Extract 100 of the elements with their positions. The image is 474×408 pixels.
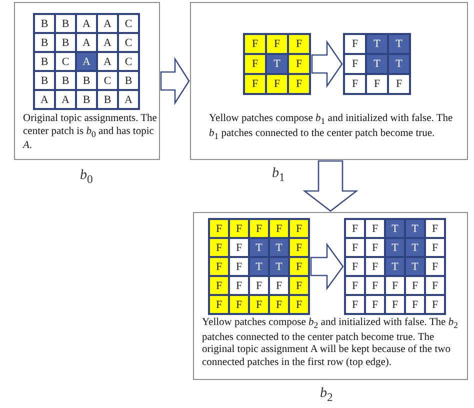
grid-cell: T: [270, 239, 288, 256]
grid-cell: F: [210, 239, 228, 256]
grid-cell: B: [56, 15, 75, 32]
grid-cell: B: [35, 53, 54, 70]
caption-text: Yellow patches compose b$_{2}$ and initialized with false. The b$_{2}$ patches connected to the center patch become true. The original topic assignment A will be kept because of the two connected patches in the first row (top edge).: [202, 317, 459, 370]
grid-cell: C: [56, 53, 75, 70]
grid-cell: B: [35, 15, 54, 32]
grid-cell: F: [426, 258, 444, 275]
grid-cell: F: [250, 296, 268, 313]
grid-cell: F: [230, 220, 248, 237]
grid-cell: F: [230, 277, 248, 294]
grid-cell: A: [77, 53, 96, 70]
grid-cell: B: [98, 91, 117, 108]
grid-cell: F: [426, 296, 444, 313]
grid-cell: F: [345, 75, 365, 93]
panel-box: [193, 212, 468, 380]
caption-text: Yellow patches compose b$_{1}$ and initialized with false. The b$_{1}$ patches connected to the center patch become true.: [209, 113, 454, 142]
grid-cell: F: [406, 277, 424, 294]
grid-cell: F: [230, 239, 248, 256]
grid-cell: F: [290, 258, 308, 275]
grid-cell: T: [406, 220, 424, 237]
panel-label: b$_{2}$: [320, 386, 333, 404]
grid-cell: B: [77, 72, 96, 89]
grid-cell: F: [426, 239, 444, 256]
panel-label: b$_{0}$: [80, 168, 93, 186]
grid-cell: F: [426, 220, 444, 237]
grid-cell: A: [119, 91, 138, 108]
grid-cell: T: [270, 258, 288, 275]
grid-cell: F: [346, 258, 364, 275]
grid-cell: F: [366, 220, 384, 237]
grid-cell: F: [230, 258, 248, 275]
grid-cell: T: [389, 55, 409, 73]
grid-cell: F: [289, 35, 309, 53]
panel-label: b$_{1}$: [272, 166, 285, 184]
grid-cell: B: [77, 91, 96, 108]
grid-cell: F: [289, 55, 309, 73]
grid-table: [344, 218, 446, 315]
grid-cell: F: [210, 296, 228, 313]
grid-cell: A: [77, 15, 96, 32]
grid-cell: F: [346, 277, 364, 294]
grid-cell: A: [98, 15, 117, 32]
grid-cell: T: [406, 239, 424, 256]
grid-cell: F: [290, 220, 308, 237]
grid-cell: F: [250, 277, 268, 294]
grid-cell: T: [367, 55, 387, 73]
grid-cell: B: [56, 34, 75, 51]
grid-table: [343, 33, 411, 95]
grid-table: [243, 33, 311, 95]
grid-cell: F: [346, 239, 364, 256]
block-arrow: [160, 56, 190, 106]
grid-cell: F: [389, 75, 409, 93]
grid-cell: F: [426, 277, 444, 294]
grid-cell: B: [119, 72, 138, 89]
grid-cell: F: [270, 220, 288, 237]
grid-cell: T: [250, 239, 268, 256]
grid-cell: F: [290, 239, 308, 256]
grid-cell: F: [346, 220, 364, 237]
grid-table: [33, 13, 140, 110]
grid-cell: F: [366, 258, 384, 275]
grid-cell: T: [386, 258, 404, 275]
grid-table: [208, 218, 310, 315]
grid-cell: F: [346, 296, 364, 313]
grid-cell: B: [35, 72, 54, 89]
grid-cell: F: [366, 277, 384, 294]
grid-cell: B: [35, 34, 54, 51]
block-arrow: [311, 40, 343, 88]
grid-cell: A: [98, 53, 117, 70]
panel-box: [190, 2, 468, 160]
grid-cell: F: [245, 35, 265, 53]
grid-cell: F: [290, 296, 308, 313]
panel-box: [14, 2, 160, 160]
grid-cell: A: [35, 91, 54, 108]
grid-cell: T: [406, 258, 424, 275]
grid-cell: F: [270, 277, 288, 294]
grid-cell: T: [389, 35, 409, 53]
grid-cell: F: [289, 75, 309, 93]
grid-cell: F: [230, 296, 248, 313]
grid-cell: F: [267, 75, 287, 93]
grid-cell: F: [290, 277, 308, 294]
grid-cell: C: [119, 15, 138, 32]
grid-cell: T: [250, 258, 268, 275]
grid-cell: F: [250, 220, 268, 237]
grid-cell: T: [386, 220, 404, 237]
grid-cell: F: [406, 296, 424, 313]
grid-cell: A: [77, 34, 96, 51]
grid-cell: T: [267, 55, 287, 73]
grid-cell: F: [345, 55, 365, 73]
grid-cell: F: [366, 239, 384, 256]
grid-cell: B: [56, 72, 75, 89]
grid-cell: F: [267, 35, 287, 53]
grid-cell: F: [366, 296, 384, 313]
grid-cell: C: [119, 53, 138, 70]
grid-cell: F: [245, 75, 265, 93]
grid-cell: A: [56, 91, 75, 108]
grid-cell: F: [345, 35, 365, 53]
grid-cell: F: [386, 277, 404, 294]
grid-cell: F: [245, 55, 265, 73]
grid-cell: F: [210, 277, 228, 294]
block-arrow: [310, 242, 344, 290]
grid-cell: F: [270, 296, 288, 313]
